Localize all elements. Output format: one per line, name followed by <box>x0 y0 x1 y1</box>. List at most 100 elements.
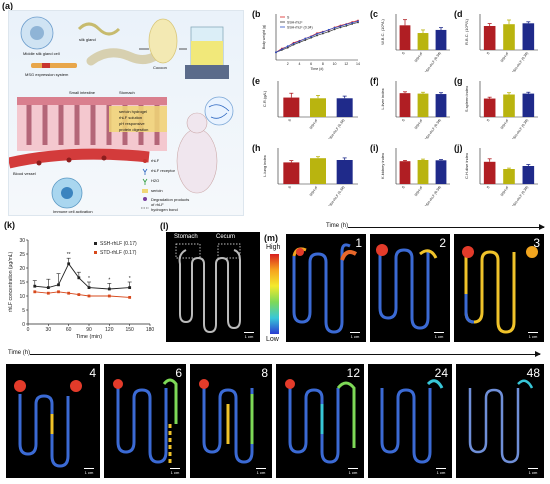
label-gland-cell: Middle silk gland cell <box>23 51 60 56</box>
schematic-diagram: Middle silk gland cell silk gland Cocoon… <box>7 10 244 216</box>
bar <box>336 98 353 117</box>
chart-k-svg: rhLF concentration (μg/mL)Time (min)0510… <box>8 238 155 340</box>
time-label-bottom: Time (h) <box>8 350 31 356</box>
panel-label-k: (k) <box>4 220 15 230</box>
data-point <box>286 45 289 48</box>
frame-6-art <box>113 378 178 464</box>
bar <box>417 93 429 117</box>
x-tick-label: SSH-rhLF (0.34) <box>424 51 442 72</box>
colorbar <box>270 254 279 334</box>
imaging-frame-8: 8 1 cm <box>190 364 272 478</box>
frame-3-art <box>462 246 538 334</box>
data-point <box>77 276 81 280</box>
time-arrow-bottom <box>30 351 541 357</box>
data-point <box>46 291 50 295</box>
bar <box>399 25 411 50</box>
scale-bar-12: 1 cm <box>348 468 358 475</box>
significance-mark: * <box>108 277 110 283</box>
data-point <box>107 294 111 298</box>
imaging-frame-2: 2 1 cm <box>370 234 450 342</box>
scale-bar-8: 1 cm <box>256 468 266 475</box>
frame-number-3: 3 <box>533 236 540 250</box>
imaging-frame-1: 1 1 cm <box>286 234 366 342</box>
panel-label-i: (i) <box>370 143 379 153</box>
frame-number-6: 6 <box>175 366 182 380</box>
y-axis-label: W.B.C. (10⁹/L) <box>380 18 385 44</box>
panel-label-m: (m) <box>264 233 278 243</box>
frame-number-24: 24 <box>434 366 448 380</box>
significance-mark: * <box>88 276 90 282</box>
x-tick-label: SSH-rF <box>500 118 510 130</box>
scale-text-1: 1 cm <box>350 334 360 339</box>
scale-text-48: 1 cm <box>528 470 538 475</box>
x-tick-label: 4 <box>298 62 300 66</box>
legend-degradation: Degradation products of rhLF <box>151 197 190 207</box>
panel-label-f: (f) <box>370 76 379 86</box>
label-cocoon: Cocoon <box>153 65 167 70</box>
label-protein-digestion: protein digestion <box>119 127 149 132</box>
frame-number-2: 2 <box>439 236 446 250</box>
colorbar-high: High <box>266 244 281 251</box>
x-tick-label: SSH-rhLF (0.34) <box>511 185 529 206</box>
legend-sericin: sericin <box>151 188 163 193</box>
data-point <box>333 26 336 29</box>
x-tick-label: 12 <box>344 62 348 66</box>
panel-label-l: (l) <box>160 221 169 231</box>
bar <box>283 97 300 117</box>
scale-text-24: 1 cm <box>436 470 446 475</box>
scale-text-2: 1 cm <box>434 334 444 339</box>
imaging-frame-3: 3 1 cm <box>454 234 544 342</box>
label-hlf-solution: rhLF solution <box>119 115 143 120</box>
label-expression-system: MSG expression system <box>25 72 69 77</box>
data-point <box>327 28 330 31</box>
legend-label: SSH-rhLF (0.34) <box>287 25 313 29</box>
frame-48-art <box>468 379 534 464</box>
bar <box>435 29 447 50</box>
bar <box>399 161 411 184</box>
frame-4-art <box>14 380 82 468</box>
y-tick-label: 0 <box>22 322 25 328</box>
scale-bar-24: 1 cm <box>436 468 446 475</box>
data-point <box>339 25 342 28</box>
x-tick-label: SSH-rhLF (0.34) <box>424 118 442 139</box>
bar <box>522 23 535 50</box>
bar <box>503 24 515 50</box>
y-axis-label: K.kidney index <box>380 153 385 179</box>
data-point <box>292 42 295 45</box>
legend-swatch <box>94 242 97 245</box>
y-tick-label: 30 <box>19 238 25 244</box>
data-point <box>333 28 336 31</box>
panel-label-d: (d) <box>454 9 466 19</box>
data-point <box>345 23 348 26</box>
x-tick-label: SSH-rF <box>414 185 424 197</box>
label-stomach-l: Stomach <box>174 234 198 240</box>
x-tick-label: 10 <box>333 62 337 66</box>
panel-label-h: (h) <box>252 143 264 153</box>
x-tick-label: SSH-rhLF (0.34) <box>327 185 345 206</box>
frame-2-art <box>376 244 438 330</box>
data-point <box>33 284 37 288</box>
scale-text-8: 1 cm <box>256 470 266 475</box>
x-tick-label: 180 <box>146 327 155 333</box>
y-tick-label: 5 <box>22 308 25 314</box>
x-tick-label: SSH-rhLF (0.34) <box>511 51 529 72</box>
scale-bar-48: 1 cm <box>528 468 538 475</box>
data-point <box>321 32 324 35</box>
bar <box>483 98 496 117</box>
y-tick-label: 10 <box>19 294 25 300</box>
data-point <box>316 33 318 35</box>
bar <box>310 158 326 184</box>
x-tick-label: S <box>288 185 293 190</box>
bar <box>417 33 429 50</box>
data-point <box>310 35 313 38</box>
data-point <box>321 31 324 33</box>
